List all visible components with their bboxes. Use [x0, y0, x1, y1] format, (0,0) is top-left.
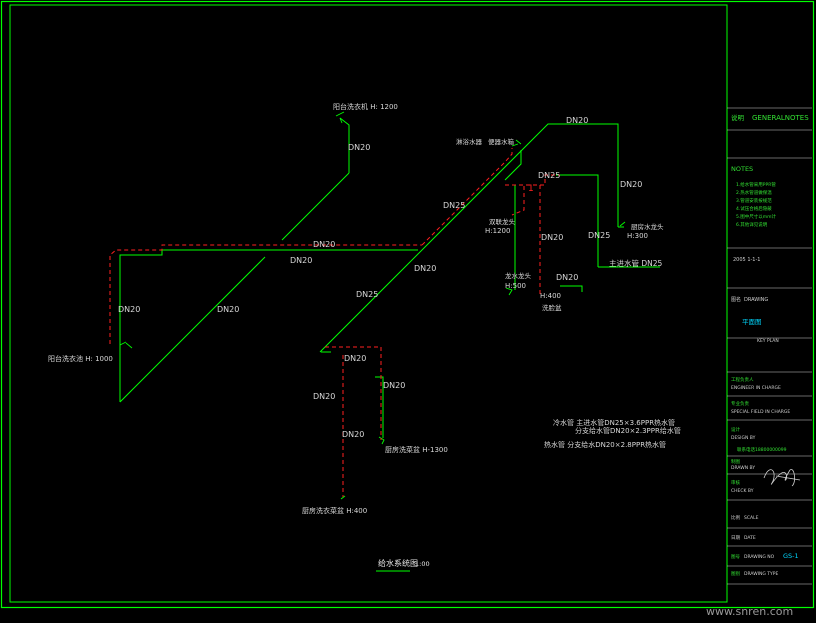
watermark: www.snren.com — [706, 605, 793, 618]
marker-number: 1 — [528, 184, 534, 194]
dn-label: DN20 — [313, 392, 335, 401]
dn-label: DN20 — [217, 305, 239, 314]
tb-date-label: DATE — [744, 535, 756, 541]
tb-design-cn: 设计 — [731, 426, 740, 433]
tb-note-3: 3.管道安装按规范 — [736, 197, 772, 204]
title-block — [727, 107, 812, 585]
tb-drawn: DRAWN BY — [731, 465, 755, 471]
signature-icon — [763, 468, 801, 487]
hot-water-pipes — [109, 148, 560, 497]
main-supply-label: 主进水管 DN25 — [609, 258, 663, 268]
title-block-text: 说明 GENERALNOTES NOTES 1.给水管采用PPR管 2.热水管道… — [731, 113, 809, 577]
tb-general-notes-cn: 说明 — [731, 113, 745, 122]
dn-label: DN25 — [443, 201, 465, 210]
dn-label: DN25 — [356, 290, 378, 299]
wash-basin-height: H:400 — [540, 292, 561, 300]
tb-drawing: DRAWING — [744, 297, 768, 303]
basin-tap-label: 龙水龙头 — [505, 271, 532, 280]
fixture-labels: 阳台洗衣机 H: 1200 阳台洗衣池 H: 1000 淋浴水器 便器水箱 双联… — [48, 102, 664, 515]
note-line-3: 热水管 分支给水DN20×2.8PPR热水管 — [544, 440, 666, 449]
tb-design-phone: 联系电话18800000099 — [737, 446, 787, 453]
dn-label: DN20 — [313, 240, 335, 249]
tb-key-plan: KEY PLAN — [757, 338, 779, 344]
inner-border — [9, 4, 728, 603]
kitchen-sink-label: 厨房洗菜盆 H-1300 — [385, 445, 448, 454]
wash-basin-label: 洗脸盆 — [542, 303, 562, 312]
outer-border — [0, 0, 815, 609]
tb-design: DESIGN BY — [731, 435, 756, 441]
tb-drawing-name: 平面图 — [742, 318, 762, 326]
tb-drawing-no-cn: 图号 — [731, 554, 740, 560]
dn-label: DN20 — [348, 143, 370, 152]
tb-engineer-cn: 工程负责人 — [731, 376, 754, 383]
dn-label: DN20 — [342, 430, 364, 439]
tb-type: DRAWING TYPE — [744, 571, 779, 577]
cold-water-pipes — [119, 117, 660, 438]
dn-label: DN20 — [414, 264, 436, 273]
tb-special-cn: 专业负责 — [731, 400, 749, 407]
kitchen-basin-label: 厨房洗衣菜盆 H:400 — [302, 506, 367, 515]
tb-note-1: 1.给水管采用PPR管 — [736, 181, 776, 188]
tb-note-4: 4.试压合格后隐蔽 — [736, 205, 772, 212]
dn-label: DN20 — [118, 305, 140, 314]
dn-label: DN20 — [344, 354, 366, 363]
dn-label: DN20 — [541, 233, 563, 242]
tb-check: CHECK BY — [731, 488, 754, 494]
balcony-washer-label: 阳台洗衣机 H: 1200 — [333, 102, 398, 111]
tb-drawing-no: DRAWING NO — [744, 554, 775, 560]
toilet-tank-label: 便器水箱 — [488, 137, 515, 146]
dn-label: DN25 — [588, 231, 610, 240]
drawing-title: 给水系统图 1:00 — [376, 558, 430, 572]
basin-tap-height: H:500 — [505, 282, 526, 290]
tb-drawing-cn: 图名 — [731, 296, 741, 303]
tb-notes-heading: NOTES — [731, 165, 753, 173]
tb-special: SPECIAL FIELD IN CHARGE — [731, 409, 790, 415]
tb-scale-cn: 比例 — [731, 514, 740, 521]
mixer-label: 双联龙头 — [489, 217, 516, 226]
dn-label: DN25 — [538, 171, 560, 180]
note-line-1: 冷水管 主进水管DN25×3.6PPR热水管 — [553, 418, 675, 427]
tb-check-cn: 审核 — [731, 479, 740, 486]
kitchen-tap-height: H:300 — [627, 232, 648, 240]
dn-labels: DN20 DN20 DN20 DN20 DN20 DN20 DN20 DN20 … — [118, 116, 642, 439]
tb-drawing-no-value: GS-1 — [783, 552, 799, 560]
tb-type-cn: 图别 — [731, 570, 740, 577]
kitchen-tap-label: 厨房水龙头 — [631, 222, 664, 231]
dn-label: DN20 — [566, 116, 588, 125]
tb-drawn-cn: 制图 — [731, 458, 740, 465]
note-line-2: 分支给水管DN20×2.3PPR给水管 — [575, 426, 681, 435]
pipe-notes: 冷水管 主进水管DN25×3.6PPR热水管 分支给水管DN20×2.3PPR给… — [544, 418, 681, 449]
tb-scale: SCALE — [744, 515, 759, 521]
tb-date-cn: 日期 — [731, 535, 740, 541]
dn-label: DN20 — [383, 381, 405, 390]
drawing-title-text: 给水系统图 — [378, 558, 418, 568]
balcony-basin-label: 阳台洗衣池 H: 1000 — [48, 354, 113, 363]
tb-note-6: 6.其他详见说明 — [736, 221, 768, 228]
tb-note-5: 5.图中尺寸以mm计 — [736, 213, 777, 220]
tb-note-2: 2.热水管道做保温 — [736, 189, 772, 196]
tb-engineer: ENGINEER IN CHARGE — [731, 385, 781, 391]
tb-general-notes: GENERALNOTES — [752, 114, 809, 122]
dn-label: DN20 — [290, 256, 312, 265]
drawing-title-scale: 1:00 — [415, 560, 430, 568]
shower-label: 淋浴水器 — [456, 137, 483, 146]
dn-label: DN20 — [556, 273, 578, 282]
dn-label: DN20 — [620, 180, 642, 189]
mixer-height: H:1200 — [485, 227, 510, 235]
tb-date-top: 2005 1-1-1 — [733, 257, 760, 263]
